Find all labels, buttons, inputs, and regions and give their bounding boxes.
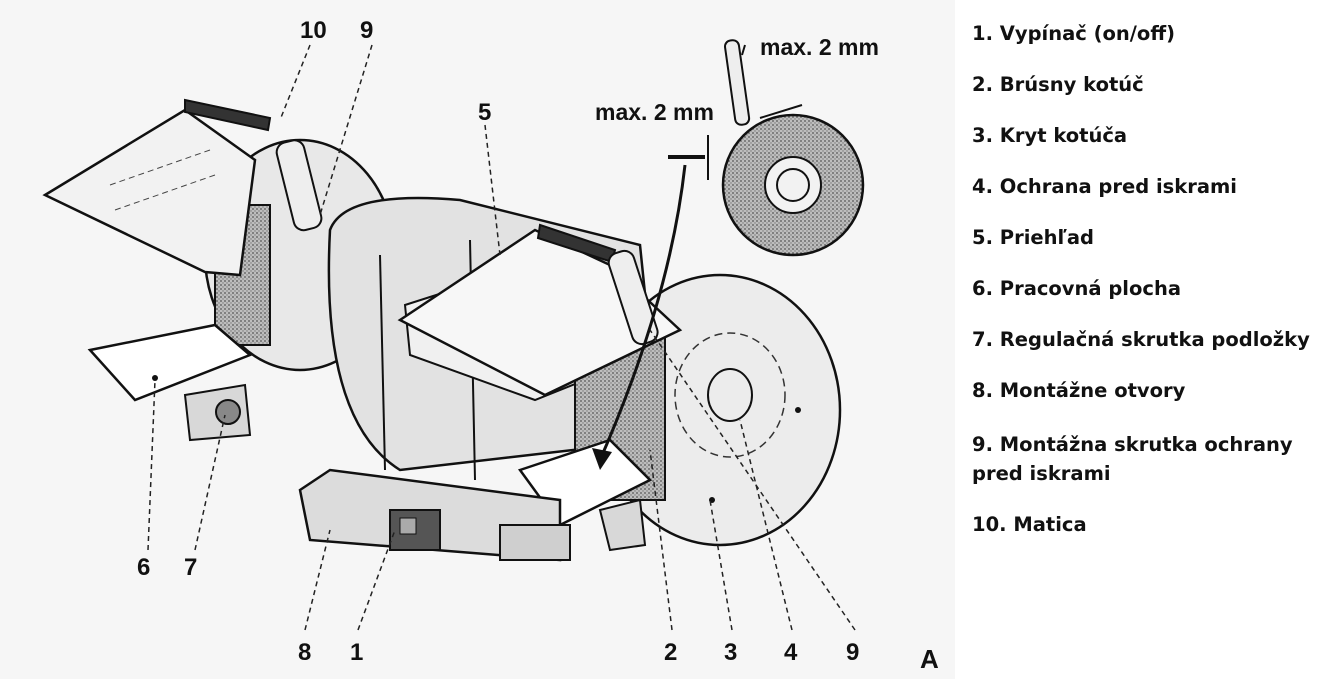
left-visor-bracket <box>184 98 272 132</box>
gap-arrow <box>598 164 687 461</box>
leader-lines <box>147 44 856 631</box>
callout-4: 4 <box>784 639 798 666</box>
callout-1: 1 <box>350 639 363 666</box>
right-guard-arm <box>607 249 659 346</box>
callout-9-top: 9 <box>360 17 373 44</box>
label-max-side: max. 2 mm <box>595 99 714 125</box>
label-max-top: max. 2 mm <box>760 34 879 60</box>
parts-legend: 1. Vypínač (on/off) 2. Brúsny kotúč 3. K… <box>972 22 1340 536</box>
legend-item-2: 2. Brúsny kotúč <box>972 73 1144 96</box>
legend-item-4: 4. Ochrana pred iskrami <box>972 175 1237 198</box>
legend-item-1: 1. Vypínač (on/off) <box>972 22 1176 45</box>
bench-grinder-diagram: 10 9 5 6 7 8 1 2 3 4 9 A max. 2 mm max. … <box>42 17 939 674</box>
callout-5: 5 <box>478 99 491 126</box>
left-work-rest <box>87 323 253 402</box>
rest-adjust-screw <box>215 399 241 425</box>
callout-2: 2 <box>664 639 677 666</box>
legend-item-6: 6. Pracovná plocha <box>972 277 1181 300</box>
left-guard-arm <box>275 139 323 232</box>
left-visor <box>42 108 257 277</box>
diagram-drawing: 10 9 5 6 7 8 1 2 3 4 9 A max. 2 mm max. … <box>42 17 939 674</box>
legend-item-7: 7. Regulačná skrutka podložky <box>972 328 1310 351</box>
legend-item-9: 9. Montážna skrutka ochrany pred iskrami <box>972 433 1293 485</box>
figure-letter: A <box>920 644 939 674</box>
legend-item-8: 8. Montážne otvory <box>972 379 1186 402</box>
legend-item-3: 3. Kryt kotúča <box>972 124 1128 147</box>
callout-9-bottom: 9 <box>846 639 859 666</box>
legend-item-10: 10. Matica <box>972 513 1087 536</box>
callout-10: 10 <box>300 17 327 44</box>
callout-6: 6 <box>137 554 150 581</box>
inset-spark-guard <box>723 39 751 126</box>
callout-8: 8 <box>298 639 311 666</box>
callout-3: 3 <box>724 639 737 666</box>
callout-7: 7 <box>184 554 197 581</box>
legend-item-5: 5. Priehľad <box>972 226 1094 249</box>
